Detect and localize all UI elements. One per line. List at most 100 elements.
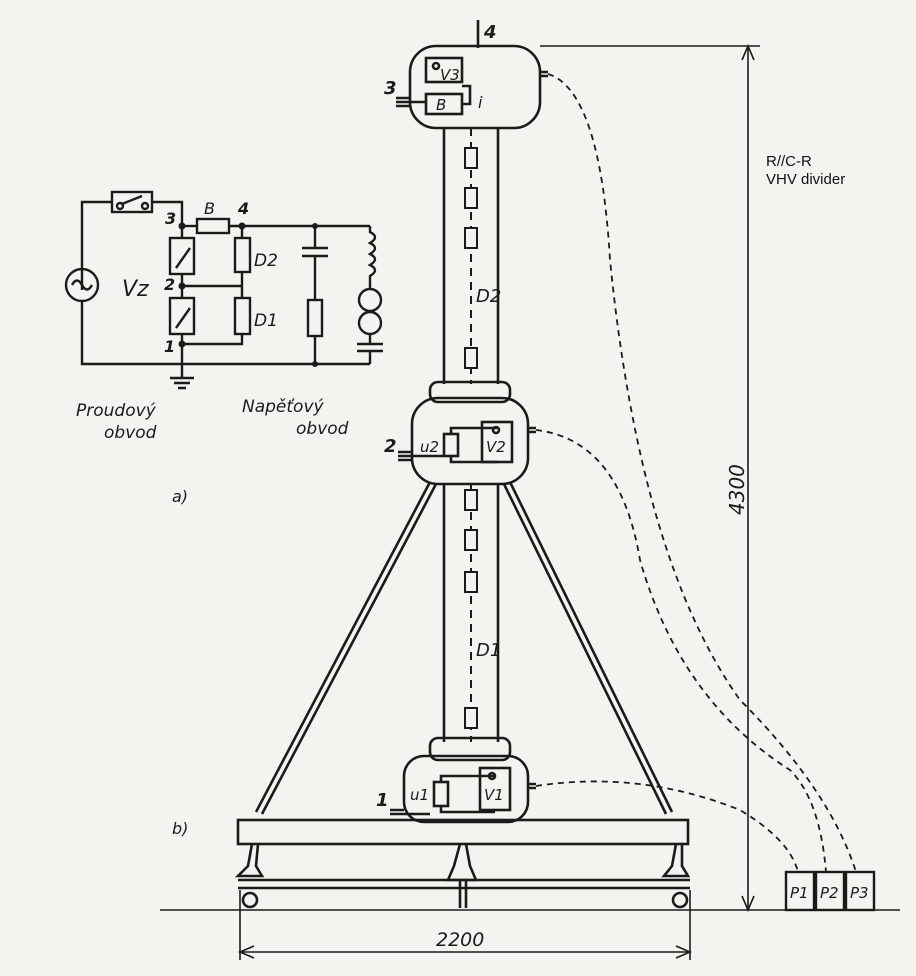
label-voltage-circuit-1: Napěťový [242,397,325,417]
dim-width-label: 2200 [436,929,484,951]
upper-column [442,128,500,384]
sine-wave-icon [70,279,94,291]
schematic-a [64,190,383,390]
schematic-labels: Vz B 3 4 2 1 D2 D1 Proudový obvod Napěťo… [76,199,349,506]
label-node-2: 2 [164,275,175,294]
recorder-boxes [784,870,876,912]
label-p1: P1 [790,884,809,902]
node-2-dot [178,282,186,290]
u2-resistor [442,432,460,458]
leg-right [661,843,691,878]
ground-icon [170,376,194,390]
center-post [458,880,468,908]
label-current-circuit-2: obvod [104,423,157,443]
capacitor-upper [302,246,328,258]
chain-resistor-l2 [464,529,478,551]
right-strut [502,481,674,815]
label-fig-b: b) [172,819,188,838]
box-p1 [784,870,816,912]
resistor-d2 [233,236,252,274]
inductor-coil [367,226,377,288]
lower-column [442,484,500,742]
resistor-d1 [233,296,252,336]
label-d2-schematic: D2 [254,251,278,271]
base-rails [238,878,690,890]
v1-box [478,766,512,812]
chain-resistor-l3 [464,571,478,593]
leg-center [446,843,478,882]
top-electrode [408,44,542,130]
node-load-dot [312,361,318,367]
cable-p1 [535,780,799,873]
label-v2: V2 [486,438,506,456]
label-voltage-circuit-2: obvod [296,419,349,439]
wire-left-top [80,200,112,290]
node-4-dot [238,222,246,230]
label-terminal-4: 4 [483,22,497,43]
label-vz: Vz [122,277,149,302]
label-u2: u2 [420,438,439,456]
dimensions [237,43,760,960]
bottom-internal-wire [439,774,495,814]
resistor-chain [464,128,478,742]
switch-contact-right [140,201,150,211]
cable-p3 [547,73,857,873]
dim-height-label: 4300 [725,464,749,515]
middle-signal-plug [528,426,536,434]
label-i: i [478,93,483,112]
terminal-1-connector [390,808,430,816]
label-current-circuit-1: Proudový [76,401,157,421]
divider-structure [160,20,900,911]
width-ext-lines [239,890,691,960]
chain-resistor-l1 [464,489,478,511]
bottom-signal-plug [528,782,536,790]
terminal-2-connector [398,450,444,462]
label-b-top: B [436,96,446,114]
top-signal-plug [540,70,548,78]
left-strut [254,481,438,815]
switch-blade [121,194,143,206]
wheel-right-icon [671,891,689,909]
label-node-1: 1 [164,337,175,356]
wire-right-top [152,200,184,228]
divider-labels: 4 3 V3 B i D2 2 u2 V2 D1 1 u1 V1 b) R//C… [172,22,869,951]
label-node-4: 4 [237,199,249,218]
height-arrow-top [741,43,755,61]
node-1-dot [178,340,186,348]
width-arrow-left [237,945,255,959]
terminal-3-connector [396,96,426,108]
switch-lower [168,296,196,336]
switch-contact-left [115,201,125,211]
width-arrow-right [675,945,693,959]
label-fig-a: a) [172,487,188,506]
chain-resistor-u4 [464,347,478,369]
label-terminal-2: 2 [384,436,397,457]
node-cap-dot [312,223,318,229]
cable-p2 [535,429,827,873]
label-b-schematic: B [204,199,215,218]
switch-upper [168,236,196,276]
wire-d1-bottom [182,334,244,346]
chain-resistor-u3 [464,227,478,249]
resistor-load [306,298,324,338]
signal-cables [535,73,857,873]
chain-resistor-u2 [464,187,478,209]
label-d1-column: D1 [476,640,501,661]
height-arrow-bottom [741,895,755,913]
wheel-left-icon [241,891,259,909]
node-3-dot [178,222,186,230]
meter-lower-icon [357,310,383,336]
middle-internal-wire [449,426,497,464]
box-p3 [844,870,876,912]
label-d1-schematic: D1 [254,311,278,331]
base-beam [236,818,690,846]
u1-resistor [432,780,450,808]
label-terminal-1: 1 [376,790,389,811]
chain-resistor-u1 [464,147,478,169]
label-node-3: 3 [165,209,176,228]
leg-left [234,843,265,878]
label-d2-column: D2 [476,286,501,307]
v3-box [424,56,464,84]
